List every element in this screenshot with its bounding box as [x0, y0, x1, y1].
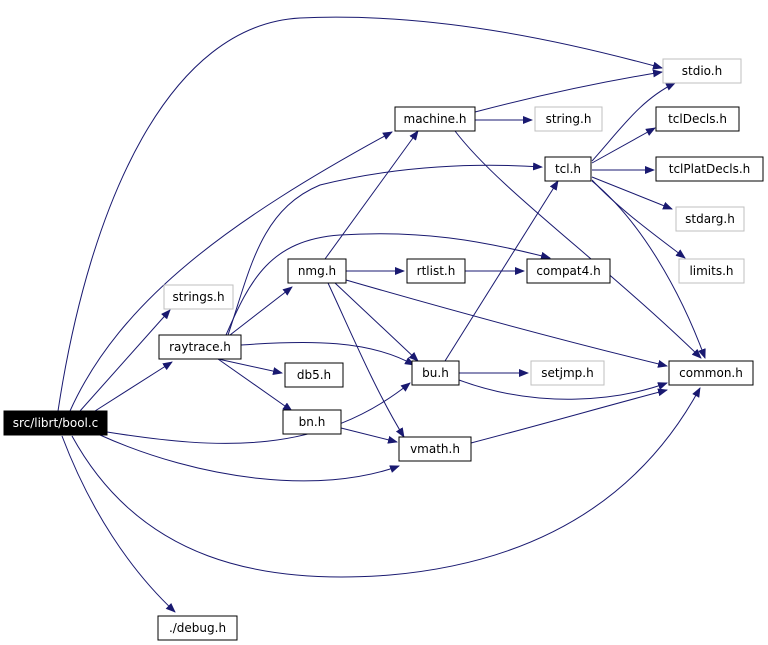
node-debug[interactable]: ./debug.h	[157, 615, 238, 641]
node-label: machine.h	[404, 112, 467, 126]
edge-machine-to-stdio	[474, 69, 663, 113]
node-tclPlatDecls[interactable]: tclPlatDecls.h	[655, 156, 764, 182]
node-box	[534, 106, 603, 132]
node-box	[158, 334, 242, 360]
node-label: tcl.h	[555, 162, 581, 176]
node-box	[394, 106, 476, 132]
edge-bool-to-stdio	[57, 16, 663, 412]
node-box	[157, 615, 238, 641]
edge-bool-to-common	[71, 387, 701, 578]
node-label: strings.h	[172, 290, 224, 304]
node-bn[interactable]: bn.h	[282, 409, 342, 435]
node-label: bu.h	[422, 366, 449, 380]
node-bu[interactable]: bu.h	[411, 360, 460, 386]
node-setjmp[interactable]: setjmp.h	[530, 360, 605, 386]
edge-raytrace-to-nmg	[229, 286, 293, 336]
nodes-layer: src/librt/bool.c stdio.h machine.h string.h…	[3, 58, 764, 641]
edge-raytrace-to-compat4	[225, 233, 551, 336]
node-bool: src/librt/bool.c	[3, 410, 108, 436]
edge-nmg-to-machine	[324, 130, 419, 260]
node-label: string.h	[546, 112, 592, 126]
node-label: tclPlatDecls.h	[669, 162, 751, 176]
edge-bool-to-vmath	[99, 434, 400, 482]
edge-raytrace-to-bn	[217, 358, 293, 412]
node-vmath[interactable]: vmath.h	[398, 436, 472, 462]
edge-raytrace-to-bu	[240, 341, 415, 366]
edge-machine-to-common	[454, 130, 702, 359]
edge-bu-to-tcl	[444, 180, 559, 362]
node-common[interactable]: common.h	[668, 360, 754, 386]
node-box	[544, 156, 592, 182]
node-box	[655, 106, 740, 132]
node-box	[530, 360, 605, 386]
node-machine[interactable]: machine.h	[394, 106, 476, 132]
node-box	[3, 410, 108, 436]
edge-bool-to-machine	[69, 131, 393, 412]
edge-tcl-to-tclDecls	[591, 127, 656, 164]
edge-bool-to-debug	[61, 435, 176, 613]
node-label: stdio.h	[682, 64, 722, 78]
node-label: raytrace.h	[169, 340, 231, 354]
node-string[interactable]: string.h	[534, 106, 603, 132]
edge-tcl-to-limits	[591, 179, 686, 259]
node-box	[411, 360, 460, 386]
edge-nmg-to-common	[345, 279, 668, 368]
node-box	[163, 284, 234, 310]
node-stdio[interactable]: stdio.h	[662, 58, 742, 84]
node-label: bn.h	[299, 415, 326, 429]
node-label: stdarg.h	[685, 212, 735, 226]
node-label: compat4.h	[536, 264, 600, 278]
node-box	[662, 58, 742, 84]
node-label: vmath.h	[410, 442, 460, 456]
edges-layer	[57, 16, 706, 613]
node-limits[interactable]: limits.h	[678, 258, 745, 284]
node-tclDecls[interactable]: tclDecls.h	[655, 106, 740, 132]
edge-bool-to-strings	[79, 309, 171, 412]
edge-raytrace-to-tcl	[227, 162, 543, 336]
node-label: ./debug.h	[169, 621, 226, 635]
node-label: db5.h	[297, 368, 331, 382]
node-compat4[interactable]: compat4.h	[526, 258, 611, 284]
edge-bn-to-vmath	[340, 427, 398, 444]
node-box	[526, 258, 611, 284]
node-box	[675, 206, 745, 232]
node-stdarg[interactable]: stdarg.h	[675, 206, 745, 232]
edge-bool-to-bu	[106, 382, 411, 444]
edge-tcl-to-stdarg	[591, 176, 673, 210]
node-label: setjmp.h	[541, 366, 593, 380]
edge-vmath-to-common	[470, 388, 668, 444]
node-label: nmg.h	[298, 264, 336, 278]
edge-bu-to-common	[458, 379, 668, 400]
node-box	[668, 360, 754, 386]
node-rtlist[interactable]: rtlist.h	[406, 258, 466, 284]
node-label: limits.h	[689, 264, 733, 278]
edge-nmg-to-bu	[334, 282, 419, 362]
edge-tcl-to-stdio	[591, 82, 676, 162]
node-label: tclDecls.h	[668, 112, 727, 126]
node-box	[398, 436, 472, 462]
node-box	[287, 258, 347, 284]
node-db5[interactable]: db5.h	[284, 362, 344, 388]
node-box	[655, 156, 764, 182]
edge-nmg-to-vmath	[327, 282, 405, 438]
node-label: src/librt/bool.c	[13, 416, 99, 430]
node-strings[interactable]: strings.h	[163, 284, 234, 310]
node-box	[284, 362, 344, 388]
node-tcl[interactable]: tcl.h	[544, 156, 592, 182]
node-label: rtlist.h	[417, 264, 456, 278]
edge-raytrace-to-db5	[217, 358, 283, 375]
node-raytrace[interactable]: raytrace.h	[158, 334, 242, 360]
node-box	[282, 409, 342, 435]
edge-tcl-to-common	[591, 180, 706, 359]
node-box	[678, 258, 745, 284]
node-nmg[interactable]: nmg.h	[287, 258, 347, 284]
node-label: common.h	[679, 366, 743, 380]
node-box	[406, 258, 466, 284]
edge-bool-to-raytrace	[94, 361, 173, 412]
